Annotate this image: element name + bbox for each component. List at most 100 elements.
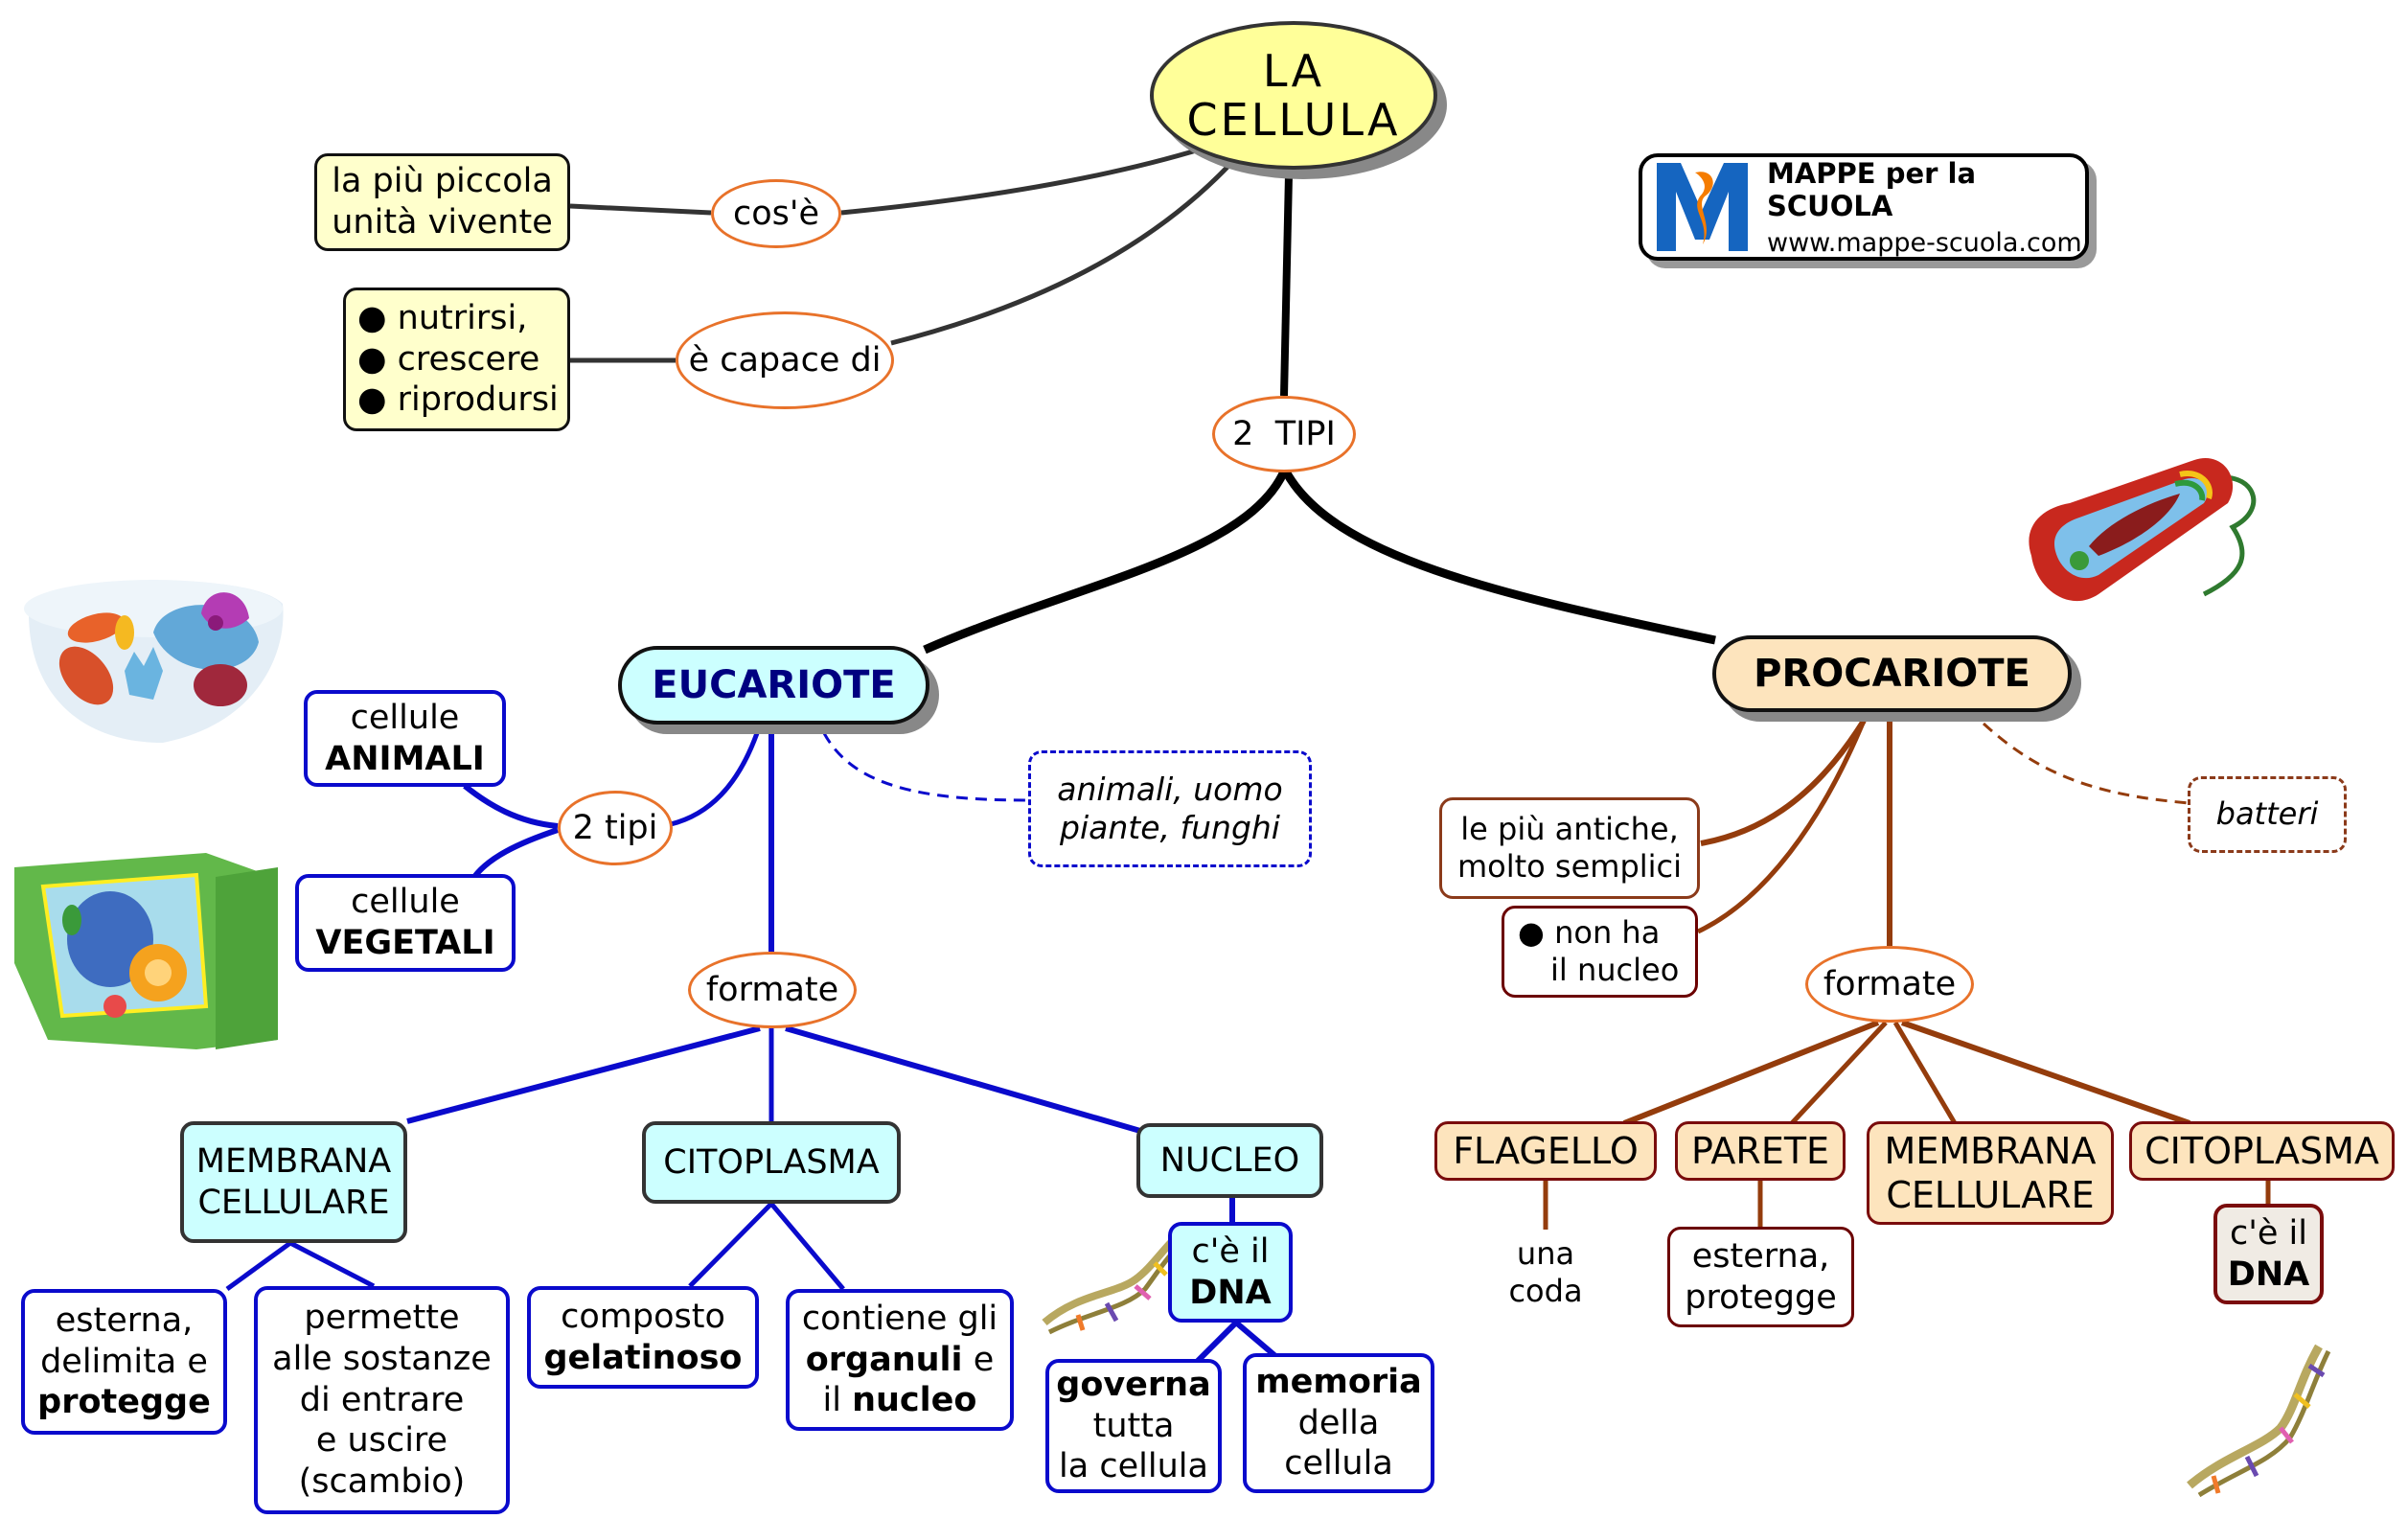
batteri-text: batteri [2215,795,2319,833]
logo-url: www.mappe-scuola.com [1767,227,2082,258]
eucariote-title: EUCARIOTE [652,662,896,707]
membrana-node[interactable]: MEMBRANA CELLULARE [180,1121,407,1243]
link-tipi-eucariote [923,470,1289,655]
antiche-line: le più antiche, [1460,810,1679,847]
membrana-exchange-box[interactable]: permette alle sostanze di entrare e usci… [254,1286,510,1514]
flagello-desc: una coda [1488,1230,1603,1316]
formate-text: formate [705,970,839,1009]
ability-item: ● crescere [357,339,540,379]
cose-text: cos'è [732,194,820,233]
link-citoplasma-desc2 [769,1202,845,1291]
abilities-box[interactable]: ● nutrirsi, ● crescere ● riprodursi [343,288,570,431]
memoria-line: cellula [1284,1444,1393,1484]
no-nucleus-box[interactable]: ● non ha il nucleo [1502,906,1698,998]
logo-box[interactable]: MAPPE per la SCUOLA www.mappe-scuola.com [1639,153,2089,261]
two-types-label[interactable]: 2 TIPI [1212,396,1356,472]
dna-helix-illustration [2187,1344,2331,1498]
link-formate-membrana-pro [1892,1021,1958,1125]
title-line2: CELLULA [1186,93,1401,146]
eucariote-node[interactable]: EUCARIOTE [618,646,929,725]
parete-desc-box[interactable]: esterna, protegge [1667,1227,1854,1327]
plant-cells-box[interactable]: cellule VEGETALI [295,874,516,972]
link-tipi-procariote [1282,469,1716,645]
bacterium-illustration [2029,458,2257,602]
flagello-desc-line: coda [1508,1273,1583,1309]
vegetali-line1: cellule [351,883,460,922]
capace-label[interactable]: è capace di [676,311,894,409]
desc-line: organuli e [805,1340,995,1379]
procariote-node[interactable]: PROCARIOTE [1712,635,2072,712]
memoria-line: della [1297,1403,1380,1442]
membrana-pro-node[interactable]: MEMBRANA CELLULARE [1867,1121,2114,1225]
link-dna-memoria [1234,1320,1276,1358]
antiche-box[interactable]: le più antiche, molto semplici [1439,797,1700,899]
desc-line: delimita e [40,1342,208,1381]
link-pro-batteri [1982,722,2190,805]
examples-line2: piante, funghi [1060,809,1280,846]
membrana-desc-box[interactable]: esterna, delimita e protegge [21,1289,227,1435]
formate-text: formate [1823,964,1957,1003]
link-formate-membrana [406,1025,761,1124]
membrana-line2: CELLULARE [197,1183,390,1222]
animal-cells-box[interactable]: cellule ANIMALI [304,690,506,787]
link-membrana-desc1 [225,1240,292,1292]
link-title-capace [890,161,1233,346]
membrana-line1: MEMBRANA [195,1141,392,1181]
citoplasma-content-box[interactable]: contiene gli organuli e il nucleo [786,1289,1014,1431]
link-pro-antiche [1700,719,1867,846]
desc-line: contiene gli [801,1299,998,1338]
flagello-node[interactable]: FLAGELLO [1434,1121,1657,1181]
link-dna-governa [1195,1320,1239,1364]
link-membrana-desc2 [288,1240,376,1289]
dna-line2: DNA [1189,1273,1272,1312]
desc-line: il nucleo [822,1381,977,1420]
governa-line: la cellula [1059,1447,1208,1486]
M-logo-icon [1657,163,1748,251]
desc-line: alle sostanze [272,1339,492,1378]
desc-line: esterna, [55,1300,194,1340]
citoplasma-node[interactable]: CITOPLASMA [642,1121,901,1204]
dna-line1: c'è il [1191,1231,1270,1271]
desc-line: protegge [37,1383,211,1422]
citoplasma-pro-node[interactable]: CITOPLASMA [2129,1121,2395,1181]
animali-line1: cellule [350,698,460,737]
desc-line: di entrare [299,1380,465,1419]
membrana-pro-line: MEMBRANA [1884,1129,2097,1172]
cose-label[interactable]: cos'è [711,179,841,248]
vegetali-line2: VEGETALI [315,924,495,962]
flagello-desc-line: una [1516,1234,1575,1272]
procariote-title: PROCARIOTE [1754,651,2030,696]
batteri-box[interactable]: batteri [2188,776,2347,853]
link-title-tipi [1280,173,1293,397]
link-cose-definition [569,203,712,216]
link-formate-parete [1790,1021,1888,1125]
desc-line: permette [304,1299,460,1338]
dna-pro-line2: DNA [2227,1254,2310,1294]
link-pro-nucleo [1696,720,1867,934]
two-types-text: 2 TIPI [1232,414,1336,453]
parete-desc-line: protegge [1685,1277,1837,1317]
definition-line2: unità vivente [332,203,553,242]
governa-box[interactable]: governa tutta la cellula [1045,1359,1222,1493]
citoplasma-pro-text: CITOPLASMA [2144,1129,2379,1172]
eucariote-two-types[interactable]: 2 tipi [558,791,673,865]
eucariote-examples[interactable]: animali, uomo piante, funghi [1028,750,1312,867]
memoria-box[interactable]: memoria della cellula [1243,1353,1434,1493]
governa-line: tutta [1092,1406,1175,1445]
nucleo-node[interactable]: NUCLEO [1136,1123,1323,1198]
capace-text: è capace di [688,340,882,380]
dna-box[interactable]: c'è il DNA [1168,1222,1293,1323]
animali-line2: ANIMALI [325,739,485,778]
desc-line: e uscire [315,1421,448,1461]
dna-pro-box[interactable]: c'è il DNA [2213,1204,2324,1304]
title-node[interactable]: LA CELLULA [1150,21,1437,170]
definition-box[interactable]: la più piccola unità vivente [314,153,570,251]
link-euc-2tipi [670,732,760,827]
dna-pro-line1: c'è il [2230,1213,2307,1253]
citoplasma-desc-box[interactable]: composto gelatinoso [527,1286,759,1389]
procariote-formate[interactable]: formate [1805,946,1974,1023]
memoria-line: memoria [1255,1362,1422,1401]
eucariote-formate[interactable]: formate [688,952,857,1028]
parete-node[interactable]: PARETE [1675,1121,1846,1181]
